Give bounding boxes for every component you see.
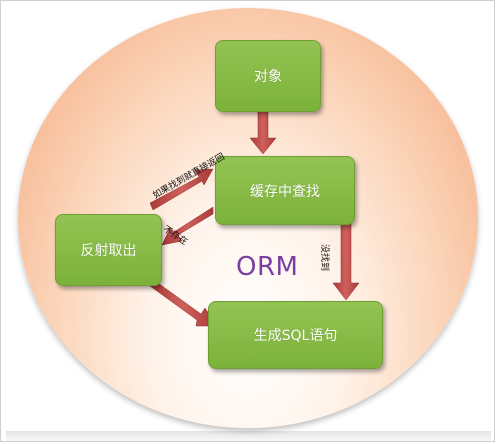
node-generate-sql-label: 生成SQL语句 — [253, 328, 338, 344]
arrow-label-not-found-right: 没找到 — [319, 244, 329, 272]
node-reflect-fetch: 反射取出 — [55, 214, 162, 286]
node-generate-sql: 生成SQL语句 — [208, 301, 383, 369]
node-reflect-fetch-label: 反射取出 — [80, 243, 137, 259]
node-object-label: 对象 — [254, 69, 282, 85]
arrow-object-to-cache — [249, 111, 277, 155]
arrow-reflect-to-cache — [149, 168, 214, 211]
bottom-shadow — [6, 431, 491, 441]
arrow-cache-to-reflect — [161, 206, 214, 246]
arrow-cache-to-sql — [332, 217, 360, 301]
orm-center-label: ORM — [236, 252, 299, 282]
node-object: 对象 — [215, 40, 321, 112]
node-cache-lookup: 缓存中查找 — [215, 156, 355, 225]
node-cache-lookup-label: 缓存中查找 — [250, 183, 320, 200]
arrow-reflect-to-sql — [149, 278, 218, 327]
